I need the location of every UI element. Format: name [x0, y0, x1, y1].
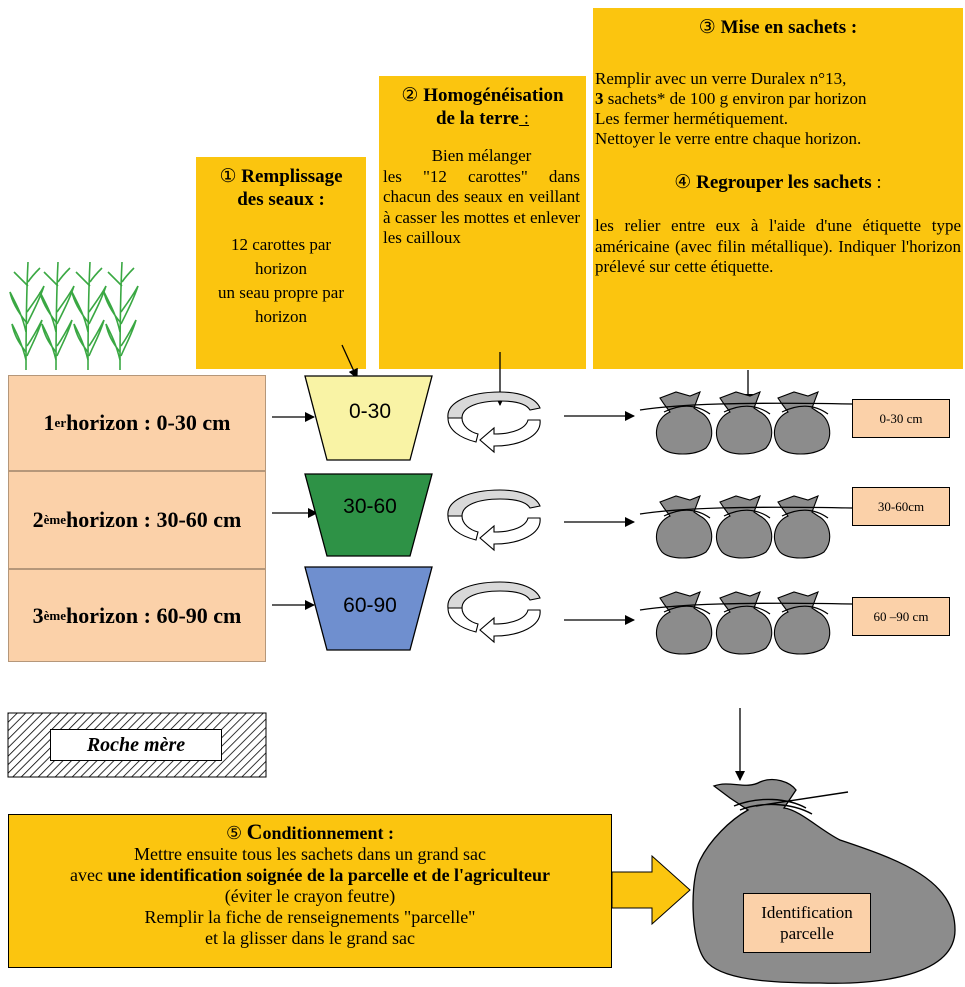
step4-title: Regrouper les sachets — [696, 172, 872, 193]
step4-number: ④ — [674, 172, 692, 193]
sachet-tag-1: 0-30 cm — [852, 399, 950, 438]
step3-line2: sachets* de 100 g environ par horizon — [603, 89, 867, 108]
step2-title-suffix: : — [518, 108, 530, 129]
step1-number: ① — [219, 166, 237, 187]
bucket-1-label: 0-30 — [348, 400, 392, 423]
step1-body-line: un seau propre par — [217, 283, 345, 302]
step2-title-line1: Homogénéisation — [423, 85, 564, 106]
step2-body-line1: Bien mélanger — [431, 146, 532, 165]
horizon-2-label: horizon : 30-60 cm — [66, 507, 242, 532]
mixing-arrows-icon-2 — [447, 489, 541, 551]
step5-line2-bold: une identification soignée de la parcell… — [107, 865, 551, 885]
big-sack-tag-line2: parcelle — [780, 924, 834, 943]
step5-box: ⑤ Conditionnement : Mettre ensuite tous … — [8, 814, 612, 968]
step2-box: ② Homogénéisation de la terre : Bien mél… — [379, 76, 586, 369]
horizon-1-label: horizon : 0-30 cm — [66, 410, 231, 435]
arrow-step1 — [341, 344, 358, 379]
step1-box: ① Remplissage des seaux : 12 carottes pa… — [196, 157, 366, 369]
step3-line3: Les fermer hermétiquement. — [595, 109, 789, 128]
horizon-2-sup: ème — [43, 512, 66, 527]
horizon-1-sup: er — [54, 415, 67, 430]
roche-mere-label: Roche mère — [50, 729, 222, 761]
step3-line4: Nettoyer le verre entre chaque horizon. — [595, 129, 862, 148]
bucket-3-label: 60-90 — [343, 594, 397, 617]
step3-line2-bold: 3 — [595, 89, 604, 108]
step2-number: ② — [401, 85, 419, 106]
bucket-2 — [304, 473, 433, 557]
step1-body-line: 12 carottes par — [230, 235, 332, 254]
sachet-group-2 — [639, 495, 853, 559]
step5-line1: Mettre ensuite tous les sachets dans un … — [134, 844, 486, 864]
step5-line4: Remplir la fiche de renseignements "parc… — [144, 907, 476, 927]
big-sack-tag: Identification parcelle — [743, 893, 871, 953]
step1-title-line2: des seaux : — [237, 189, 325, 210]
big-sack-tie — [733, 791, 849, 815]
step4-title-suffix: : — [871, 172, 882, 193]
horizon-3-ordinal: 3 — [32, 602, 44, 628]
bucket-1 — [304, 375, 433, 461]
sachet-group-1 — [639, 391, 853, 455]
big-arrow — [611, 854, 691, 926]
bucket-3 — [304, 566, 433, 651]
step3-number: ③ — [698, 17, 716, 38]
step3-title: Mise en sachets : — [720, 17, 858, 38]
horizon-2-ordinal: 2 — [32, 507, 44, 532]
step1-body-line: horizon — [255, 307, 307, 326]
sachet-group-3 — [639, 591, 853, 655]
step5-line3: (éviter le crayon feutre) — [224, 886, 396, 906]
sachet-tag-3: 60 –90 cm — [852, 597, 950, 636]
sachet-tag-2: 30-60cm — [852, 487, 950, 526]
step3-line1: Remplir avec un verre Duralex n°13, — [595, 69, 847, 88]
step5-number: ⑤ — [225, 823, 243, 843]
bucket-2-label: 30-60 — [343, 495, 397, 518]
mixing-arrows-icon-3 — [447, 581, 541, 643]
step2-title-line2: de la terre — [435, 108, 519, 129]
plants-illustration — [9, 261, 139, 371]
step5-line5: et la glisser dans le grand sac — [205, 928, 415, 948]
step5-title: onditionnement : — [262, 823, 395, 843]
step1-title-line1: Remplissage — [241, 166, 343, 187]
step2-body: les "12 carottes" dans chacun des seaux … — [383, 166, 580, 248]
horizon-3-label: horizon : 60-90 cm — [66, 602, 242, 628]
step1-body-line: horizon — [255, 259, 307, 278]
horizon-1-ordinal: 1 — [43, 410, 55, 435]
step4-body: les relier entre eux à l'aide d'une étiq… — [595, 216, 961, 276]
step5-title-cap: C — [246, 819, 263, 844]
horizon-3-sup: ème — [43, 607, 66, 623]
big-sack-tag-line1: Identification — [761, 903, 853, 922]
step34-box: ③ Mise en sachets : Remplir avec un verr… — [593, 8, 963, 369]
step5-line2-pre: avec — [69, 865, 108, 885]
mixing-arrows-icon — [447, 391, 541, 454]
